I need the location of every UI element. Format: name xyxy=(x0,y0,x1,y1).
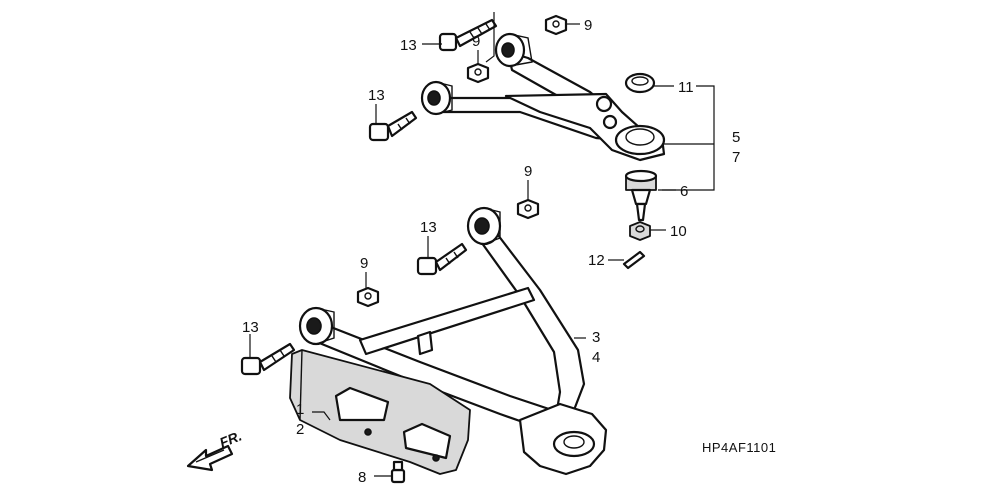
upper-arm xyxy=(420,32,666,162)
upper-front-bolt xyxy=(438,18,498,52)
lower-nut-a xyxy=(516,198,540,220)
callout-3: 3 xyxy=(592,329,600,346)
callout-9-upper-a: 9 xyxy=(472,33,480,50)
lower-nut-b xyxy=(356,286,380,308)
callout-9-lower-b: 9 xyxy=(360,255,368,272)
callout-4: 4 xyxy=(592,349,600,366)
callout-13-upper-rear: 13 xyxy=(368,87,385,104)
cotter-pin xyxy=(622,250,646,270)
callout-9-upper-b: 9 xyxy=(584,17,592,34)
callout-10: 10 xyxy=(670,223,687,240)
direction-label: FR. xyxy=(217,427,244,450)
lower-rear-bolt xyxy=(240,342,296,376)
lower-front-bolt xyxy=(416,242,468,276)
callout-5: 5 xyxy=(732,129,740,146)
callout-13-upper-front: 13 xyxy=(400,37,417,54)
callout-2: 2 xyxy=(296,421,304,438)
front-direction-indicator: FR. xyxy=(186,427,244,472)
callout-13-lower-front: 13 xyxy=(420,219,437,236)
castle-nut xyxy=(629,221,651,241)
dust-seal xyxy=(624,72,656,94)
ball-joint xyxy=(624,169,658,222)
skid-guard xyxy=(289,349,471,475)
callout-11: 11 xyxy=(678,79,694,96)
lower-arm xyxy=(298,206,608,476)
callout-1: 1 xyxy=(296,401,304,418)
callout-7: 7 xyxy=(732,149,740,166)
upper-nut-b xyxy=(544,14,568,36)
upper-nut-a xyxy=(466,62,490,84)
upper-rear-bolt xyxy=(368,110,418,142)
callout-9-lower-a: 9 xyxy=(524,163,532,180)
callouts: 13 9 9 13 11 5 7 6 10 9 13 12 9 13 3 4 1… xyxy=(242,17,740,486)
figure-code: HP4AF1101 xyxy=(702,440,776,455)
guard-bolt xyxy=(390,460,406,484)
leader-lines xyxy=(249,12,715,477)
callout-6: 6 xyxy=(680,183,688,200)
callout-12: 12 xyxy=(588,252,605,269)
callout-13-lower-rear: 13 xyxy=(242,319,259,336)
callout-8: 8 xyxy=(358,469,366,486)
